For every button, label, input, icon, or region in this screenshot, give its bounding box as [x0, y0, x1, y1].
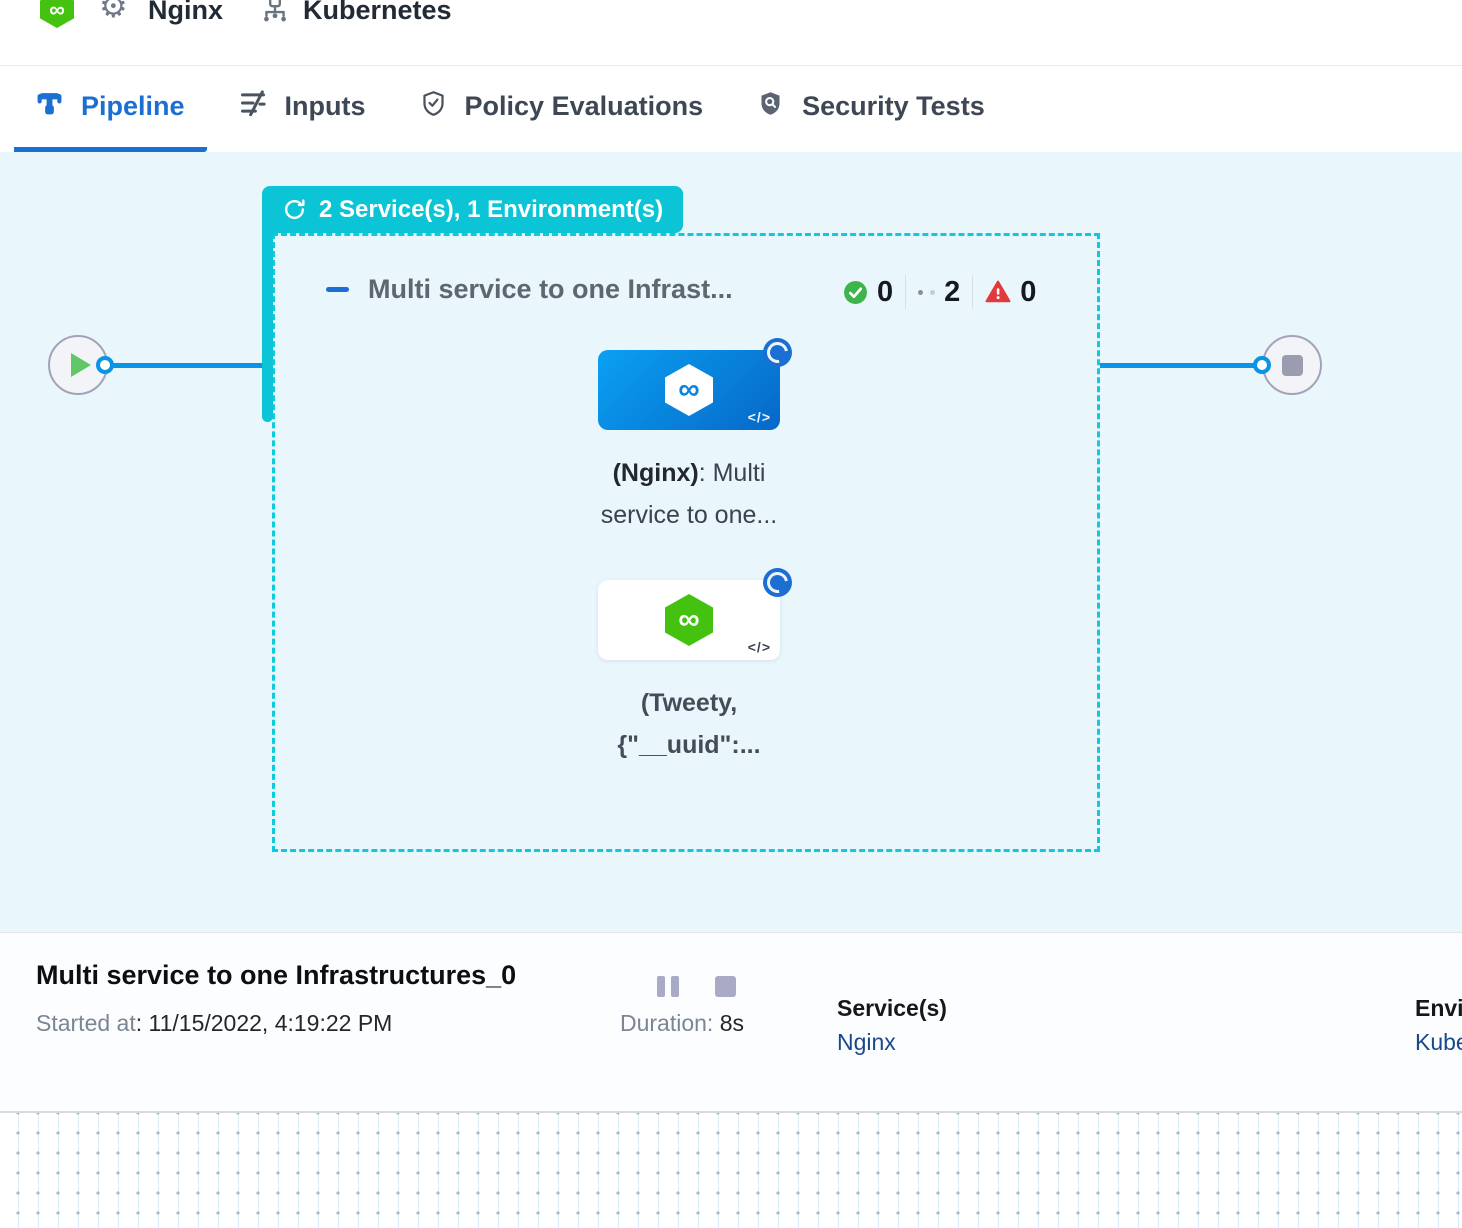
pipeline-graph-canvas[interactable]: 2 Service(s), 1 Environment(s) Multi ser… — [0, 152, 1462, 933]
connector-stage-to-end — [1100, 363, 1257, 368]
tab-inputs[interactable]: Inputs — [217, 66, 388, 152]
environments-label: Environment(s) — [1415, 995, 1462, 1021]
breadcrumb-bar: ∞ ⚙ Nginx Kubernetes — [0, 0, 1462, 66]
redeploy-icon — [282, 197, 307, 222]
services-value-link[interactable]: Nginx — [837, 1029, 896, 1055]
abort-execution-button[interactable] — [715, 976, 736, 997]
stop-icon — [1281, 354, 1303, 376]
harness-service-icon: ∞ — [40, 0, 74, 28]
running-dots-icon — [918, 289, 936, 295]
running-count: 2 — [944, 275, 961, 308]
policy-shield-icon — [420, 90, 447, 124]
services-label: Service(s) — [837, 995, 947, 1021]
pause-execution-button[interactable] — [657, 976, 679, 997]
stage-services-badge[interactable]: 2 Service(s), 1 Environment(s) — [262, 186, 684, 233]
harness-infinity-icon: ∞ — [665, 594, 713, 646]
environments-value-link[interactable]: Kubernetes — [1415, 1029, 1462, 1055]
pipeline-end-node — [1262, 335, 1322, 395]
duration-text: Duration: 8s — [620, 1010, 745, 1036]
connector-start-to-stage — [110, 363, 266, 368]
code-icon: </> — [747, 409, 771, 425]
end-port-dot — [1253, 356, 1271, 374]
success-count: 0 — [877, 275, 894, 308]
stage-services-badge-label: 2 Service(s), 1 Environment(s) — [319, 195, 664, 223]
started-at-text: Started at: 11/15/2022, 4:19:22 PM — [36, 1010, 393, 1036]
tab-pipeline[interactable]: Pipeline — [14, 66, 207, 152]
service-node-tweety-label[interactable]: (Tweety,{"__uuid":... — [617, 689, 761, 759]
service-node-tweety[interactable]: ∞ </> — [598, 580, 780, 660]
failed-warning-icon — [985, 279, 1011, 305]
breadcrumb-service-name: Nginx — [148, 0, 224, 25]
console-dot-grid — [0, 1113, 1462, 1228]
inputs-icon — [239, 89, 267, 124]
security-shield-icon — [757, 90, 784, 124]
stage-group-box — [272, 233, 1100, 852]
tab-security-tests[interactable]: Security Tests — [735, 66, 1007, 152]
code-icon: </> — [747, 639, 771, 655]
tab-security-tests-label: Security Tests — [802, 91, 985, 121]
running-spinner-icon — [763, 338, 792, 367]
tab-pipeline-label: Pipeline — [81, 91, 185, 121]
count-divider — [905, 275, 907, 309]
tab-inputs-label: Inputs — [284, 91, 366, 121]
stage-selected-strip — [262, 233, 273, 422]
execution-tabbar: Pipeline Inputs Policy Eval — [0, 66, 1462, 152]
tab-policy-evaluations[interactable]: Policy Evaluations — [398, 66, 726, 152]
pipeline-icon — [36, 90, 63, 124]
service-node-nginx[interactable]: ∞ </> — [598, 350, 780, 430]
breadcrumb-environment-name: Kubernetes — [303, 0, 452, 25]
failed-count: 0 — [1020, 275, 1037, 308]
stage-collapse-button[interactable] — [326, 287, 349, 292]
kubernetes-icon — [260, 0, 290, 31]
success-check-icon — [843, 280, 868, 305]
stage-title[interactable]: Multi service to one Infrast... — [368, 274, 733, 304]
stage-status-counts: 0 2 0 — [843, 274, 1036, 310]
gear-icon: ⚙ — [99, 0, 128, 24]
start-port-dot — [96, 356, 114, 374]
play-icon — [71, 353, 91, 377]
harness-infinity-icon: ∞ — [665, 364, 713, 416]
tab-policy-evaluations-label: Policy Evaluations — [464, 91, 704, 121]
running-spinner-icon — [763, 568, 792, 597]
execution-title: Multi service to one Infrastructures_0 — [36, 960, 517, 990]
execution-summary-bar: Multi service to one Infrastructures_0 S… — [0, 933, 1462, 1113]
count-divider — [972, 275, 974, 309]
